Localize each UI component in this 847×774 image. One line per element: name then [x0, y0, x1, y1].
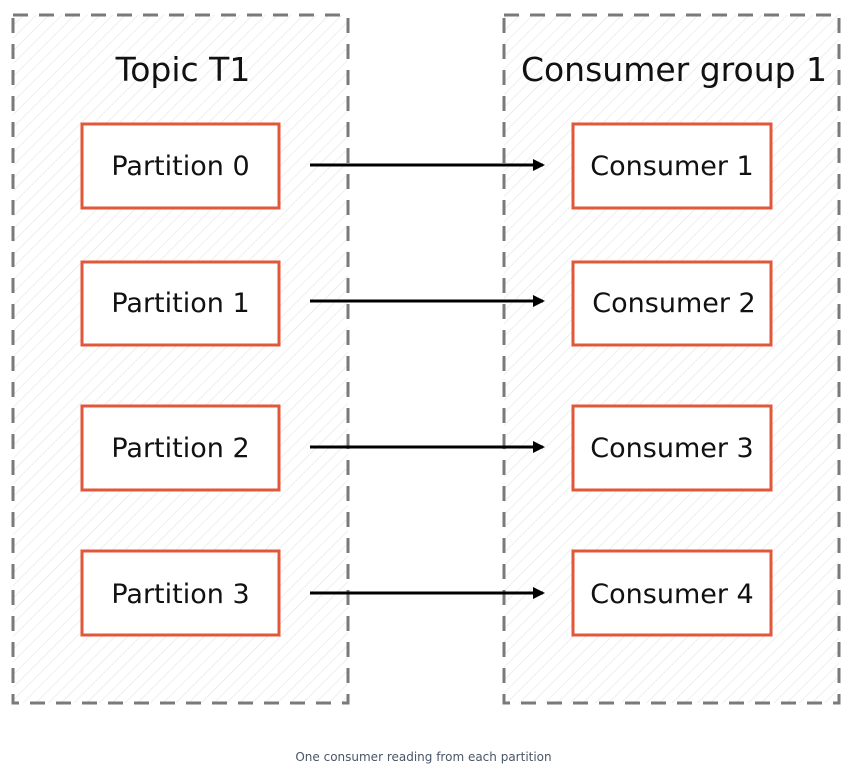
consumer-label: Consumer 2: [592, 288, 755, 319]
figure-caption: One consumer reading from each partition: [295, 750, 552, 764]
consumer-label: Consumer 4: [590, 579, 753, 610]
consumer-node: Consumer 1: [571, 122, 773, 210]
partition-node: Partition 0: [80, 122, 281, 210]
consumer-box: [571, 260, 773, 347]
consumer-box: [571, 549, 773, 637]
partition-label: Partition 3: [111, 579, 249, 610]
partition-label: Partition 1: [111, 288, 249, 319]
consumer-node: Consumer 3: [571, 404, 773, 492]
consumer-box: [571, 404, 773, 492]
partition-node: Partition 3: [80, 549, 281, 637]
partition-box: [80, 404, 281, 492]
consumer-box: [571, 122, 773, 210]
partition-box: [80, 260, 281, 347]
consumer-label: Consumer 1: [590, 151, 753, 182]
consumer-group-title: Consumer group 1: [521, 50, 827, 89]
partition-label: Partition 0: [111, 151, 249, 182]
partition-box: [80, 122, 281, 210]
partition-label: Partition 2: [111, 433, 249, 464]
topic-title: Topic T1: [115, 50, 251, 89]
consumer-node: Consumer 2: [571, 260, 773, 347]
partition-box: [80, 549, 281, 637]
consumer-label: Consumer 3: [590, 433, 753, 464]
consumer-node: Consumer 4: [571, 549, 773, 637]
partition-node: Partition 1: [80, 260, 281, 347]
partition-node: Partition 2: [80, 404, 281, 492]
